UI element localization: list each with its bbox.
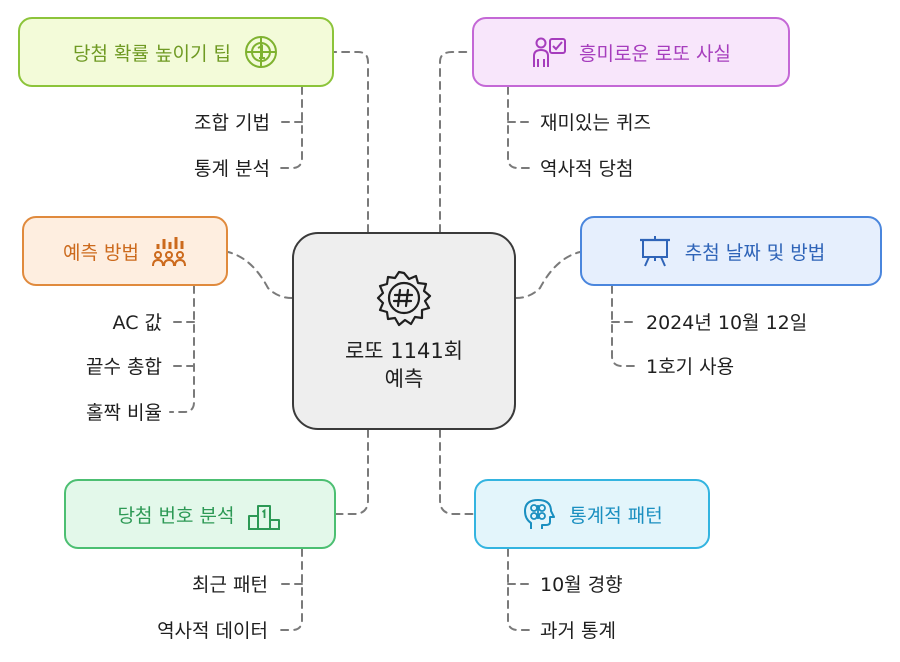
connector-tips-leaves bbox=[279, 86, 303, 169]
leaf-stats-1: 10월 경향 bbox=[540, 574, 623, 596]
center-title-line2: 예측 bbox=[384, 367, 424, 391]
group-chart-icon bbox=[151, 233, 187, 269]
connector-center-facts bbox=[439, 51, 473, 233]
easel-icon bbox=[637, 233, 673, 269]
connector-center-numbers bbox=[335, 429, 369, 515]
leaf-tips-1: 조합 기법 bbox=[194, 112, 270, 134]
target-icon bbox=[243, 34, 279, 70]
branch-facts: 흥미로운 로또 사실 bbox=[472, 17, 790, 87]
center-node: 로또 1141회 예측 bbox=[292, 232, 516, 430]
podium-icon bbox=[246, 496, 282, 532]
connector-center-methods bbox=[227, 251, 293, 299]
branch-numbers: 당첨 번호 분석 bbox=[64, 479, 336, 549]
leaf-facts-2: 역사적 당첨 bbox=[540, 158, 634, 180]
presenter-icon bbox=[531, 34, 567, 70]
leaf-methods-2: 끝수 총합 bbox=[86, 356, 162, 378]
branch-methods-label: 예측 방법 bbox=[63, 241, 139, 264]
leaf-draw-2: 1호기 사용 bbox=[646, 356, 735, 378]
leaf-methods-1: AC 값 bbox=[112, 312, 162, 334]
branch-numbers-label: 당첨 번호 분석 bbox=[117, 504, 235, 527]
connector-center-tips bbox=[333, 51, 369, 233]
connector-methods-leaves bbox=[169, 285, 195, 413]
connector-numbers-leaves bbox=[277, 548, 303, 631]
leaf-numbers-2: 역사적 데이터 bbox=[157, 620, 268, 642]
branch-draw-label: 추첨 날짜 및 방법 bbox=[684, 241, 826, 264]
leaf-facts-1: 재미있는 퀴즈 bbox=[540, 112, 651, 134]
connector-center-draw bbox=[515, 251, 581, 299]
leaf-numbers-1: 최근 패턴 bbox=[192, 574, 268, 596]
branch-methods: 예측 방법 bbox=[22, 216, 228, 286]
leaf-methods-3: 홀짝 비율 bbox=[86, 402, 162, 424]
leaf-tips-2: 통계 분석 bbox=[194, 158, 270, 180]
branch-stats-label: 통계적 패턴 bbox=[569, 504, 663, 527]
connector-facts-leaves bbox=[507, 86, 531, 169]
branch-facts-label: 흥미로운 로또 사실 bbox=[579, 42, 731, 65]
branch-tips-label: 당첨 확률 높이기 팁 bbox=[73, 42, 231, 65]
center-title-line1: 로또 1141회 bbox=[344, 339, 464, 363]
leaf-draw-1: 2024년 10월 12일 bbox=[646, 312, 808, 334]
brain-head-icon bbox=[521, 496, 557, 532]
leaf-stats-2: 과거 통계 bbox=[540, 620, 616, 642]
branch-tips: 당첨 확률 높이기 팁 bbox=[18, 17, 334, 87]
connector-center-stats bbox=[439, 429, 475, 515]
connector-stats-leaves bbox=[507, 548, 531, 631]
branch-draw: 추첨 날짜 및 방법 bbox=[580, 216, 882, 286]
branch-stats: 통계적 패턴 bbox=[474, 479, 710, 549]
connector-draw-leaves bbox=[611, 285, 637, 367]
hashtag-badge-icon bbox=[374, 269, 434, 329]
